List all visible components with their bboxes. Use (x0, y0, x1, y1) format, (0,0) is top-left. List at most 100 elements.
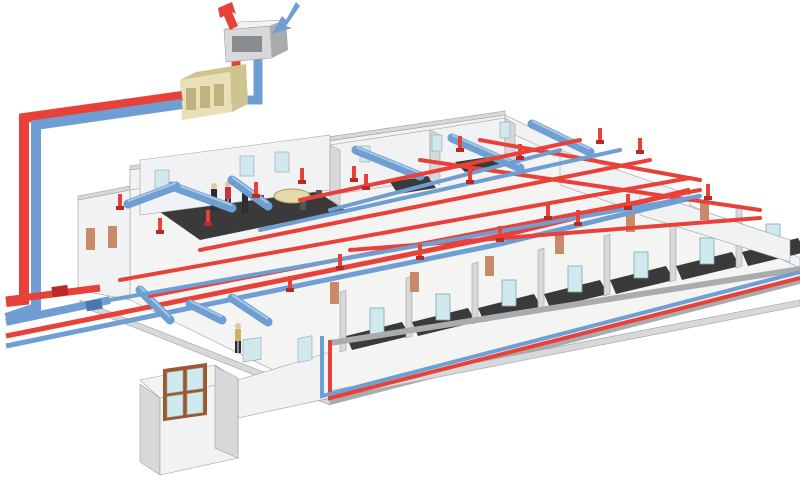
window (369, 307, 385, 335)
air-handling-unit (180, 2, 300, 120)
supply-diffuser (350, 178, 358, 182)
extract-diffuser-duct (185, 299, 227, 325)
blue-intake-arrow-icon (272, 2, 300, 34)
supply-diffuser (596, 140, 604, 144)
supply-perimeter-duct (328, 276, 800, 401)
room-partition (669, 219, 677, 283)
supply-diffuser (516, 156, 524, 160)
supply-diffuser (466, 180, 474, 184)
supply-drop-duct (518, 144, 522, 158)
supply-diffuser (336, 266, 344, 270)
supply-drop-duct (706, 184, 710, 198)
door (626, 212, 635, 232)
chair (300, 202, 306, 210)
duct-highlight (171, 182, 233, 206)
room-partition (339, 289, 347, 353)
supply-drop-duct (364, 174, 368, 188)
supply-diffuser (286, 288, 294, 292)
door-glass (166, 369, 184, 394)
duct-highlight (231, 294, 269, 320)
room-floor-dark (676, 252, 740, 280)
door (700, 200, 709, 220)
door (410, 272, 419, 292)
wing-left-wall (139, 383, 161, 476)
room-partition (537, 247, 545, 311)
room-partition (329, 144, 341, 206)
extract-branch-duct (258, 148, 622, 232)
duct-highlight (231, 176, 269, 204)
room-partition (471, 261, 479, 325)
ahu-top (180, 64, 246, 80)
supply-branch-duct (198, 158, 652, 252)
supply-branch-duct (418, 158, 762, 212)
ahu-panel (200, 86, 210, 108)
window (501, 279, 517, 307)
duct-highlight (355, 146, 421, 174)
supply-diffuser (456, 148, 464, 152)
supply-diffuser (544, 216, 552, 220)
supply-drop-duct (338, 254, 342, 268)
supply-drop-duct (118, 194, 122, 208)
window (699, 237, 715, 265)
duct-highlight (127, 182, 177, 202)
duct-silencer (85, 298, 103, 312)
room-partition (603, 233, 611, 297)
door-glass (186, 367, 204, 392)
extract-diffuser-duct (351, 145, 425, 181)
supply-diffuser (252, 194, 260, 198)
door-glass (166, 393, 184, 418)
supply-drop-duct (598, 128, 602, 142)
duct-highlight (531, 120, 591, 150)
supply-drop-duct (158, 218, 162, 232)
facade-ledge (330, 266, 800, 346)
supply-drop-duct (206, 210, 210, 224)
window (297, 335, 313, 364)
supply-diffuser (116, 206, 124, 210)
supply-drop-duct (458, 136, 462, 150)
extract-branch-duct (108, 194, 702, 302)
ahu-panel (186, 88, 196, 110)
extract-diffuser-duct (123, 181, 181, 209)
supply-drop-duct (576, 210, 580, 224)
door (108, 226, 117, 248)
supply-drop-duct (498, 226, 502, 240)
supply-branch-duct (478, 138, 702, 182)
supply-diffuser (362, 186, 370, 190)
duct-silencer (51, 284, 69, 298)
ahu-panel (214, 84, 224, 106)
supply-diffuser (496, 238, 504, 242)
supply-diffuser (636, 150, 644, 154)
ahu-side (230, 64, 248, 112)
supply-drop-duct (468, 168, 472, 182)
duct-highlight (451, 134, 521, 166)
extract-diffuser-duct (167, 181, 237, 213)
window (242, 336, 262, 363)
supply-diffuser (624, 206, 632, 210)
room-floor-dark (610, 266, 674, 294)
door (86, 228, 95, 250)
wing-right-wall (214, 365, 239, 459)
supply-branch-duct (118, 176, 692, 282)
window (633, 251, 649, 279)
supply-diffuser (416, 256, 424, 260)
supply-drop-duct (418, 244, 422, 258)
extract-diffuser-duct (227, 293, 273, 327)
extract-perimeter-duct (320, 270, 800, 399)
supply-drop-duct (288, 276, 292, 290)
duct-network (108, 119, 800, 401)
supply-diffuser (704, 196, 712, 200)
supply-diffuser (574, 222, 582, 226)
window (431, 134, 443, 152)
window (274, 151, 290, 173)
person-figure (235, 323, 241, 353)
entrance-wing (139, 323, 241, 476)
door (555, 234, 564, 254)
door-glass (186, 391, 204, 416)
supply-drop-duct (626, 194, 630, 208)
extract-diffuser-duct (227, 175, 273, 211)
fan-grille (232, 36, 262, 52)
supply-drop-duct (352, 166, 356, 180)
extract-main-duct (5, 193, 701, 349)
window (499, 121, 511, 139)
